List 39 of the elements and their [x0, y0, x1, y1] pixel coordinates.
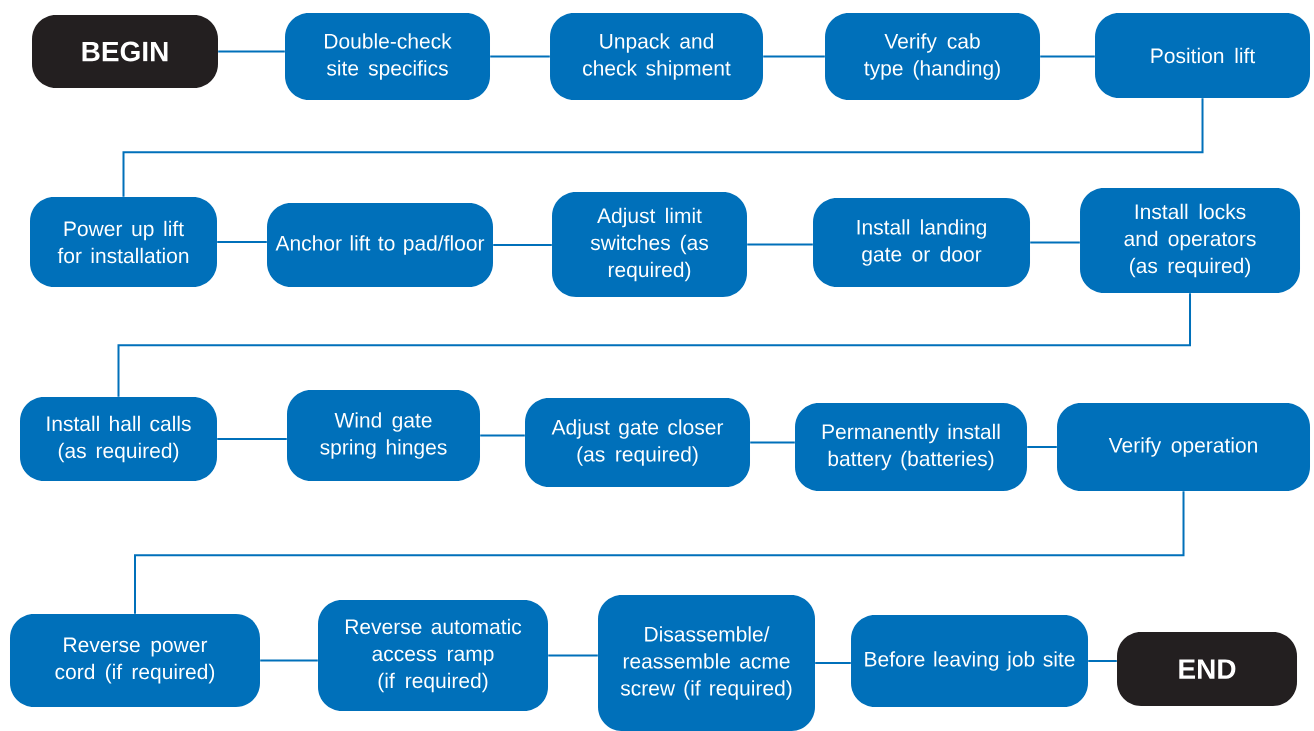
connector-line — [259, 659, 319, 662]
connector-line — [814, 662, 852, 664]
process-box: Reverse automatic access ramp (if required) — [318, 600, 548, 711]
process-box: Install hall calls (as required) — [20, 397, 217, 481]
process-box: Reverse power cord (if required) — [10, 614, 260, 707]
connector-line — [479, 434, 526, 437]
connector-line — [216, 241, 268, 243]
connector-line — [489, 55, 551, 58]
connector-line — [492, 244, 553, 246]
connector-line — [1026, 446, 1058, 448]
connector-line — [762, 55, 826, 58]
connector-line — [122, 97, 1204, 198]
process-box: Verify cab type (handing) — [825, 13, 1040, 100]
terminal-box: BEGIN — [32, 15, 218, 88]
process-box: Verify operation — [1057, 403, 1310, 491]
process-box: Adjust limit switches (as required) — [552, 192, 747, 297]
process-box: Adjust gate closer (as required) — [525, 398, 750, 487]
process-box: Permanently install battery (batteries) — [795, 403, 1027, 491]
process-box: Double-check site specifics — [285, 13, 490, 100]
connector-line — [1087, 660, 1118, 662]
connector-line — [1039, 55, 1096, 58]
connector-line — [547, 654, 599, 657]
connector-line — [1029, 241, 1081, 244]
connector-line — [134, 490, 1185, 615]
process-box: Wind gate spring hinges — [287, 390, 480, 481]
connector-line — [746, 243, 814, 246]
process-box: Before leaving job site — [851, 615, 1088, 707]
process-box: Install landing gate or door — [813, 198, 1030, 287]
terminal-box: END — [1117, 632, 1297, 706]
connector-line — [216, 438, 288, 440]
process-box: Install locks and operators (as required) — [1080, 188, 1300, 293]
process-box: Anchor lift to pad/floor — [267, 203, 493, 287]
connector-line — [217, 50, 286, 53]
connector-line — [117, 292, 1191, 398]
process-box: Power up lift for installation — [30, 197, 217, 287]
connector-line — [749, 441, 796, 444]
process-box: Disassemble/ reassemble acme screw (if required) — [598, 595, 815, 731]
process-box: Position lift — [1095, 13, 1310, 98]
process-box: Unpack and check shipment — [550, 13, 763, 100]
